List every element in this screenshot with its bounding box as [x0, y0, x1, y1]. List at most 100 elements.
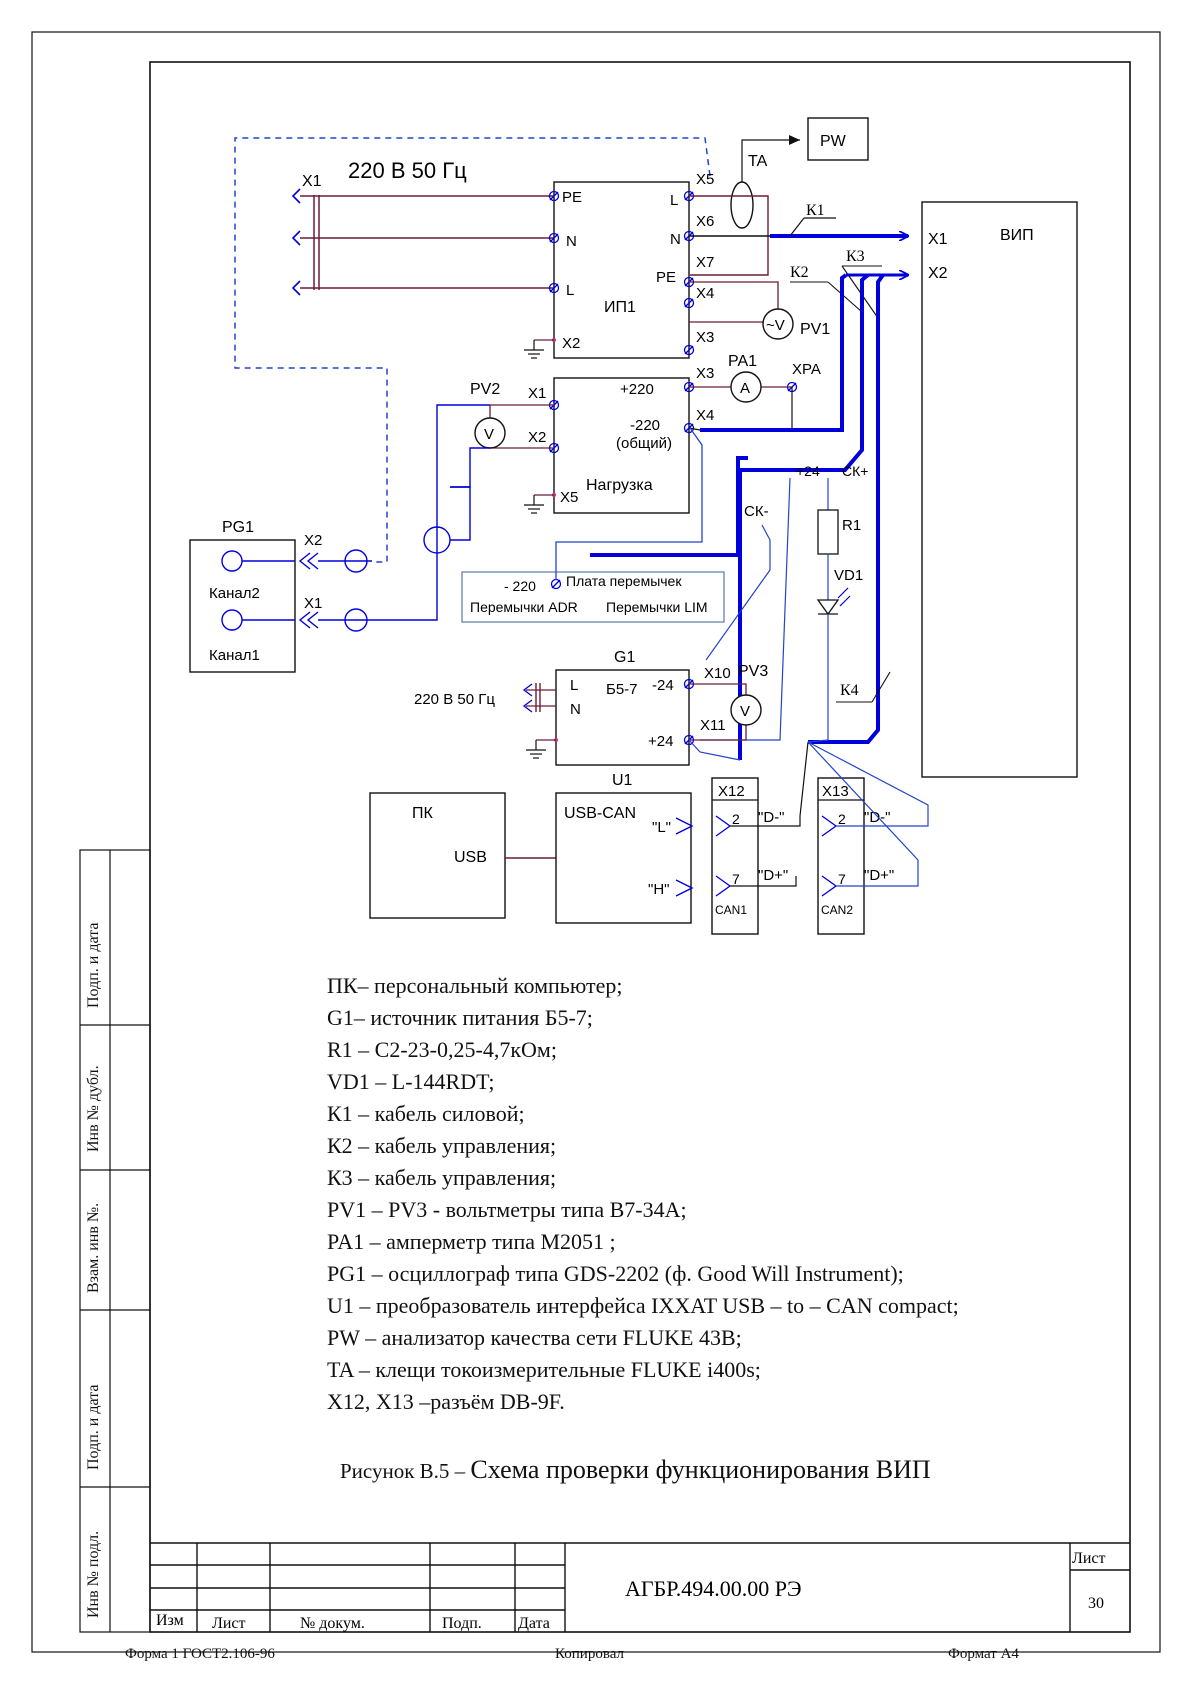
side-column-sign-date-2: Подп. и дата	[85, 1384, 102, 1470]
g1-x10-label: X10	[704, 665, 731, 682]
load-block	[553, 377, 690, 514]
board-title: Плата перемычек	[566, 573, 682, 589]
board-adr: Перемычки ADR	[470, 599, 578, 615]
g1-l-label: L	[570, 677, 578, 694]
pw-box	[807, 117, 869, 161]
vd1-led-icon	[816, 599, 840, 616]
tb-designation: АГБР.494.00.00 РЭ	[625, 1576, 801, 1601]
ta-clamp	[730, 181, 754, 229]
g1-minus24: -24	[652, 677, 674, 694]
vd1-label: VD1	[834, 567, 863, 584]
pv3-symbol: V	[740, 703, 750, 720]
pv2-symbol: V	[484, 426, 494, 443]
ip1-x5-label: X5	[696, 171, 714, 188]
tb-sign: Подп.	[442, 1615, 482, 1632]
side-column-dup-inv: Инв № дубл.	[85, 1065, 102, 1152]
ip1-pe-out-label: PE	[656, 269, 676, 286]
legend-list: ПК– персональный компьютер; G1– источник…	[327, 970, 959, 1418]
u1-block	[555, 792, 692, 924]
pv1-label: PV1	[800, 321, 830, 338]
x13-label: X13	[822, 783, 849, 800]
load-x5-label: X5	[560, 489, 578, 506]
x13-dminus: "D-"	[864, 809, 890, 826]
load-x1-label: X1	[528, 385, 546, 402]
legend-item: PA1 – амперметр типа М2051 ;	[327, 1229, 616, 1254]
x13-pin2: 2	[838, 811, 846, 827]
board-lim: Перемычки LIM	[606, 599, 708, 615]
ip1-x3-label: X3	[696, 329, 714, 346]
load-common: (общий)	[616, 435, 672, 452]
load-minus220: -220	[630, 417, 660, 434]
mains-wires	[300, 195, 554, 289]
figure-caption: Рисунок В.5 – Схема проверки функциониро…	[340, 1455, 931, 1485]
ip1-l-out-label: L	[670, 192, 678, 209]
vip-x2-label: X2	[928, 265, 948, 282]
pc-block	[369, 792, 506, 919]
pg1-channel1-bnc	[221, 609, 243, 631]
ip1-x7-label: X7	[696, 254, 714, 271]
caption-prefix: Рисунок В.5 –	[340, 1459, 471, 1483]
plus24-label: +24	[796, 463, 820, 479]
pg1-x1-label: X1	[304, 595, 322, 612]
tb-sheet-label: Лист	[1072, 1550, 1106, 1567]
g1-label: G1	[614, 649, 635, 666]
r1-label: R1	[842, 517, 861, 534]
tb-list: Лист	[212, 1615, 246, 1632]
k3-label: К3	[846, 248, 865, 265]
k2-label: К2	[790, 264, 809, 281]
legend-item: U1 – преобразователь интерфейса IXXAT US…	[327, 1293, 959, 1318]
load-x4-label: X4	[696, 407, 714, 424]
u1-label: U1	[612, 772, 633, 789]
ip1-x4-label: X4	[696, 285, 714, 302]
load-plus220: +220	[620, 381, 654, 398]
title-block-grid	[150, 1542, 1130, 1632]
x12-pin2: 2	[732, 811, 740, 827]
pc-label: ПК	[412, 805, 434, 822]
pw-label: PW	[820, 133, 847, 150]
g1-block	[555, 669, 690, 766]
pv3-voltmeter	[730, 694, 762, 726]
x12-label: X12	[718, 783, 745, 800]
mains-label: 220 В 50 Гц	[348, 158, 467, 183]
jumper-board	[461, 571, 725, 623]
side-column-orig-inv: Инв № подл.	[85, 1530, 102, 1618]
pv1-symbol: ~V	[766, 317, 785, 334]
ip1-l-label: L	[566, 282, 574, 299]
r1-resistor	[817, 509, 839, 555]
legend-item: К3 – кабель управления;	[327, 1165, 557, 1190]
k1-label: К1	[806, 202, 825, 219]
x12-pin7: 7	[732, 871, 740, 887]
footer-form: Форма 1 ГОСТ2.106-96	[125, 1646, 275, 1662]
ip1-pe-label: PE	[562, 189, 582, 206]
ta-to-pw-wire	[741, 135, 800, 182]
x12-dminus: "D-"	[758, 809, 784, 826]
vip-block	[921, 201, 1078, 778]
ip1-n-label: N	[566, 233, 577, 250]
load-x3-label: X3	[696, 365, 714, 382]
legend-item: R1 – С2-23-0,25-4,7кОм;	[327, 1037, 557, 1062]
vip-x1-label: X1	[928, 231, 948, 248]
tb-doc-no: № докум.	[300, 1615, 365, 1632]
ip1-block	[553, 181, 690, 359]
tb-date: Дата	[518, 1615, 550, 1632]
x13-can2-label: CAN2	[821, 903, 853, 917]
legend-item: PV1 – PV3 - вольтметры типа В7-34А;	[327, 1197, 687, 1222]
legend-item: К1 – кабель силовой;	[327, 1101, 525, 1126]
g1-n-label: N	[570, 701, 581, 718]
x12-dplus: "D+"	[758, 867, 788, 884]
legend-item: PG1 – осциллограф типа GDS-2202 (ф. Good…	[327, 1261, 904, 1286]
side-column-sign-date-1: Подп. и дата	[85, 922, 102, 1008]
outer-border	[31, 31, 1161, 1653]
vip-label: ВИП	[1000, 227, 1034, 244]
x12-connector	[711, 777, 759, 935]
u1-h-label: "H"	[648, 881, 669, 898]
mains-x1-label: X1	[302, 173, 322, 190]
u1-usbcan-label: USB-CAN	[564, 805, 636, 822]
load-x2-label: X2	[528, 429, 546, 446]
caption-title: Схема проверки функционирования ВИП	[470, 1455, 931, 1484]
x12-can1-label: CAN1	[715, 903, 747, 917]
pa1-symbol: A	[740, 380, 750, 397]
inner-frame	[149, 61, 1131, 1633]
legend-item: PW – анализатор качества сети FLUKE 43B;	[327, 1325, 742, 1350]
g1-plus24: +24	[648, 733, 673, 750]
